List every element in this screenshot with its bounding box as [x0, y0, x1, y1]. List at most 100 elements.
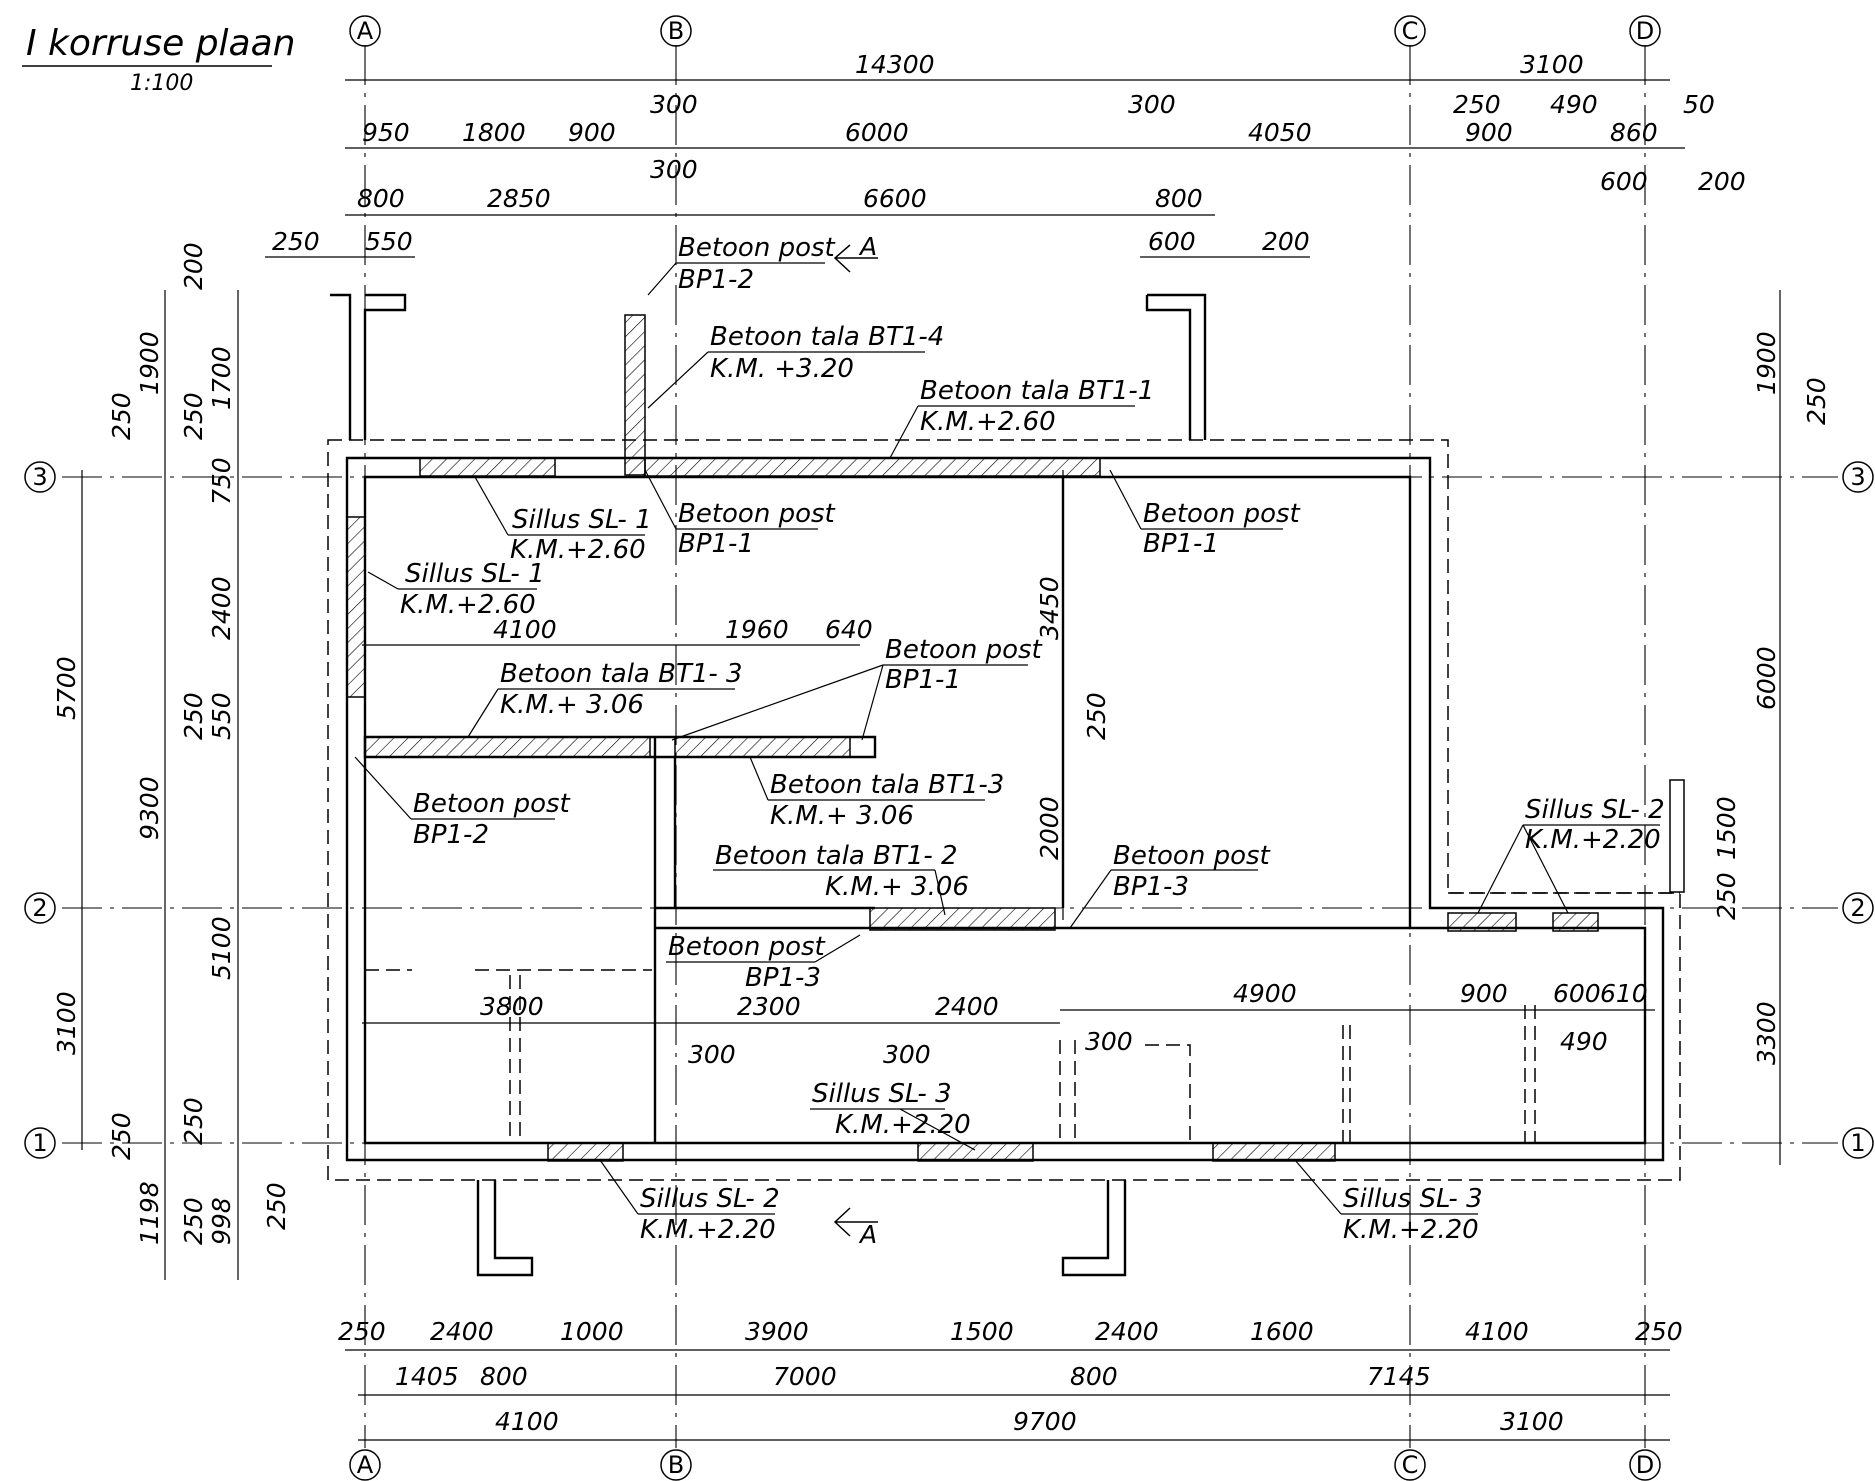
svg-text:Betoon post: Betoon post [678, 499, 836, 529]
dim-bottom-row1-8: 4100 [1465, 1317, 1529, 1346]
dim-int-9: 2400 [935, 992, 999, 1021]
axis-bubble-top-d: D [1636, 17, 1654, 45]
axis-bubble-right-1: 1 [1850, 1129, 1865, 1157]
callout-sillus-sl2-right: Sillus SL- 2 K.M.+2.20 [1477, 795, 1665, 914]
svg-text:K.M.+2.60: K.M.+2.60 [400, 590, 536, 620]
axis-bubble-top-a: A [357, 17, 374, 45]
svg-text:Betoon post: Betoon post [1113, 841, 1271, 871]
dim-left-inner-4: 750 [207, 457, 236, 505]
axis-bubble-bottom-d: D [1636, 1451, 1654, 1479]
svg-text:BP1-3: BP1-3 [1113, 872, 1189, 902]
callout-betoon-post-bp1-2-left: Betoon post BP1-2 [354, 756, 571, 850]
dim-bottom-row1-1: 250 [338, 1317, 386, 1346]
dim-left-inner-3: 250 [179, 1097, 208, 1145]
dim-top-row3-2: 2850 [487, 184, 551, 213]
axis-bubble-top-b: B [668, 17, 684, 45]
dim-int-6: 2000 [1035, 796, 1064, 860]
dim-left-mid-2: 250 [107, 392, 136, 440]
svg-text:K.M.+2.60: K.M.+2.60 [510, 535, 646, 565]
dim-left-inner-1: 200 [179, 242, 208, 290]
dim-left-mid-5: 250 [107, 1112, 136, 1160]
callouts: Betoon post BP1-2 Betoon tala BT1-4 K.M.… [354, 233, 1665, 1245]
dim-left-outer-1: 5700 [52, 656, 81, 720]
svg-text:Betoon post: Betoon post [678, 233, 836, 263]
callout-betoon-tala-bt1-4: Betoon tala BT1-4 K.M. +3.20 [647, 322, 944, 409]
svg-text:K.M.+2.20: K.M.+2.20 [640, 1215, 776, 1245]
dim-int-3: 640 [825, 615, 873, 644]
dim-bottom-row1-3: 1000 [560, 1317, 624, 1346]
dim-top-row4-2: 550 [365, 227, 413, 256]
dim-top-row2-7: 860 [1610, 118, 1658, 147]
drawing-title: I korruse plaan [26, 23, 296, 64]
dim-int-17: 490 [1560, 1027, 1608, 1056]
lintel-sl1-top [419, 457, 556, 477]
dim-right-4: 1500 [1712, 796, 1741, 860]
svg-text:BP1-2: BP1-2 [413, 820, 489, 850]
beam-bt1-1 [644, 457, 1101, 477]
dim-int-10: 4900 [1233, 979, 1297, 1008]
svg-text:Sillus SL- 1: Sillus SL- 1 [405, 559, 545, 589]
svg-text:K.M.+2.20: K.M.+2.20 [1343, 1215, 1479, 1245]
svg-text:Betoon post: Betoon post [668, 932, 826, 962]
dim-left-inner-11: 250 [262, 1182, 291, 1230]
callout-sillus-sl2-bottom: Sillus SL- 2 K.M.+2.20 [599, 1159, 780, 1245]
svg-text:Betoon post: Betoon post [413, 789, 571, 819]
callout-betoon-post-bp1-2-top: Betoon post BP1-2 [647, 233, 836, 296]
axis-bubble-left-2: 2 [32, 894, 47, 922]
dim-top-leader-6: 600 [1600, 167, 1648, 196]
dim-left-mid-3: 250 [179, 392, 208, 440]
beam-bt1-3-right [674, 736, 851, 758]
dim-top-row4-1: 250 [272, 227, 320, 256]
dim-top-leader-7: 200 [1698, 167, 1746, 196]
svg-text:Betoon post: Betoon post [885, 635, 1043, 665]
svg-text:BP1-1: BP1-1 [885, 665, 961, 695]
dim-top-leader-4: 490 [1550, 90, 1598, 119]
callout-betoon-tala-bt1-3-b: Betoon tala BT1-3 K.M.+ 3.06 [749, 756, 1004, 831]
svg-text:BP1-2: BP1-2 [678, 265, 754, 295]
beam-bt1-4 [624, 314, 646, 476]
callout-betoon-tala-bt1-1: Betoon tala BT1-1 K.M.+2.60 [889, 376, 1154, 459]
dim-bottom-row2-1: 1405 [395, 1362, 459, 1391]
dim-left-inner-2: 1700 [207, 346, 236, 410]
dim-top-overall-2: 3100 [1520, 50, 1584, 79]
callout-betoon-post-bp1-1-c: Betoon post BP1-1 [671, 635, 1043, 741]
section-marks: A A [833, 232, 878, 1249]
dim-right-6: 3300 [1752, 1001, 1781, 1065]
dim-int-2: 1960 [725, 615, 789, 644]
lintel-sl2-right-a [1447, 912, 1517, 932]
axis-bubble-right-2: 2 [1850, 894, 1865, 922]
svg-text:Sillus SL- 3: Sillus SL- 3 [1343, 1184, 1483, 1214]
right-dimensions: 1900 250 6000 1500 250 3300 [1712, 331, 1831, 1065]
dim-top-leader-2: 300 [1128, 90, 1176, 119]
dim-top-row2-4: 6000 [845, 118, 909, 147]
dim-top-row3-leader: 300 [650, 155, 698, 184]
svg-text:BP1-3: BP1-3 [745, 963, 821, 993]
dim-int-16: 300 [1085, 1027, 1133, 1056]
svg-text:K.M. +3.20: K.M. +3.20 [710, 354, 854, 384]
callout-betoon-post-bp1-3-left: Betoon post BP1-3 [666, 932, 861, 993]
beam-bt1-2 [869, 907, 1056, 931]
svg-text:Betoon tala BT1-3: Betoon tala BT1-3 [770, 770, 1004, 800]
dim-left-mid-1: 1900 [135, 331, 164, 395]
dim-bottom-row3-1: 4100 [495, 1407, 559, 1436]
lintel-sl3-bottom-a [917, 1142, 1034, 1162]
callout-sillus-sl3-bottom: Sillus SL- 3 K.M.+2.20 [1294, 1159, 1483, 1245]
callout-betoon-tala-bt1-2: Betoon tala BT1- 2 K.M.+ 3.06 [713, 841, 969, 916]
dim-left-outer-3: 3100 [52, 991, 81, 1055]
dim-bottom-row1-2: 2400 [430, 1317, 494, 1346]
callout-betoon-post-bp1-3-right: Betoon post BP1-3 [1069, 841, 1271, 929]
svg-text:BP1-1: BP1-1 [678, 529, 754, 559]
dim-int-12: 600 [1553, 979, 1601, 1008]
axis-bubble-bottom-c: C [1402, 1451, 1419, 1479]
dim-top-row2-1: 950 [362, 118, 410, 147]
dim-left-mid-6: 1198 [135, 1181, 164, 1245]
svg-text:K.M.+2.60: K.M.+2.60 [920, 407, 1056, 437]
axis-bubble-left-3: 3 [32, 463, 47, 491]
dim-left-outer-2: 9300 [135, 776, 164, 840]
svg-text:Betoon tala BT1-4: Betoon tala BT1-4 [710, 322, 944, 352]
svg-text:Betoon tala BT1- 2: Betoon tala BT1- 2 [715, 841, 958, 871]
dim-int-8: 2300 [737, 992, 801, 1021]
interior-dimensions: 4100 1960 640 3450 250 2000 3800 2300 24… [480, 576, 1648, 1069]
dim-left-mid-4: 5100 [207, 916, 236, 980]
dim-top-row2-5: 4050 [1248, 118, 1312, 147]
